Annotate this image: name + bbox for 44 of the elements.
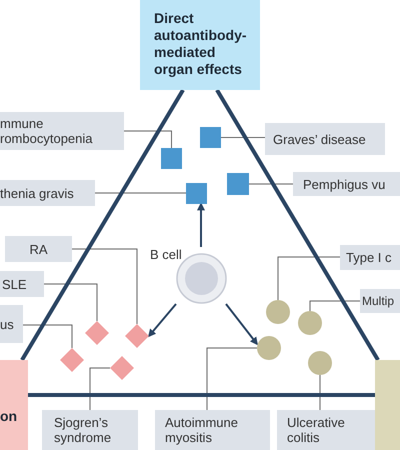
category-panel: Direct autoantibody-mediated organ effects bbox=[140, 0, 260, 90]
leader-line bbox=[310, 300, 360, 312]
diamond-marker bbox=[85, 321, 109, 345]
circle-marker bbox=[308, 351, 332, 375]
cell-label: B cell bbox=[150, 247, 182, 262]
triangle-side bbox=[28, 393, 375, 397]
category-panel bbox=[375, 360, 400, 450]
circle-marker bbox=[298, 311, 322, 335]
square-marker bbox=[227, 173, 249, 195]
disease-label: mmune rombocytopenia bbox=[0, 112, 124, 150]
leader-line bbox=[220, 137, 266, 138]
leader-line bbox=[44, 284, 98, 322]
arrow bbox=[148, 303, 177, 338]
disease-label: RA bbox=[5, 236, 72, 262]
disease-label: Multip bbox=[360, 289, 400, 313]
diamond-marker bbox=[60, 348, 84, 372]
disease-label: Type I c bbox=[340, 245, 400, 270]
disease-label: Graves’ disease bbox=[265, 123, 385, 155]
disease-label: Ulcerative colitis bbox=[277, 410, 375, 450]
leader-line bbox=[206, 348, 258, 410]
triangle-side bbox=[20, 88, 185, 362]
disease-label: Pemphigus vu bbox=[293, 172, 400, 196]
triangle-side bbox=[215, 88, 380, 362]
circle-marker bbox=[257, 336, 281, 360]
disease-label: SLE bbox=[0, 271, 44, 297]
leader-line bbox=[90, 368, 110, 410]
square-marker bbox=[186, 183, 207, 204]
leader-line bbox=[94, 192, 186, 194]
disease-label: Autoimmune myositis bbox=[155, 410, 270, 450]
leader-line bbox=[72, 248, 138, 324]
square-marker bbox=[161, 148, 182, 169]
leader-line bbox=[124, 130, 172, 148]
leader-line bbox=[278, 256, 340, 300]
category-panel: on bbox=[0, 360, 28, 450]
leader-line bbox=[22, 324, 72, 348]
disease-label: Sjogren’s syndrome bbox=[42, 410, 138, 450]
arrow bbox=[197, 202, 205, 247]
diamond-marker bbox=[125, 324, 149, 348]
square-marker bbox=[200, 127, 221, 148]
diamond-marker bbox=[110, 356, 134, 380]
circle-marker bbox=[266, 300, 290, 324]
disease-label: us bbox=[0, 305, 23, 343]
disease-label: thenia gravis bbox=[0, 180, 95, 206]
arrow bbox=[225, 303, 258, 346]
